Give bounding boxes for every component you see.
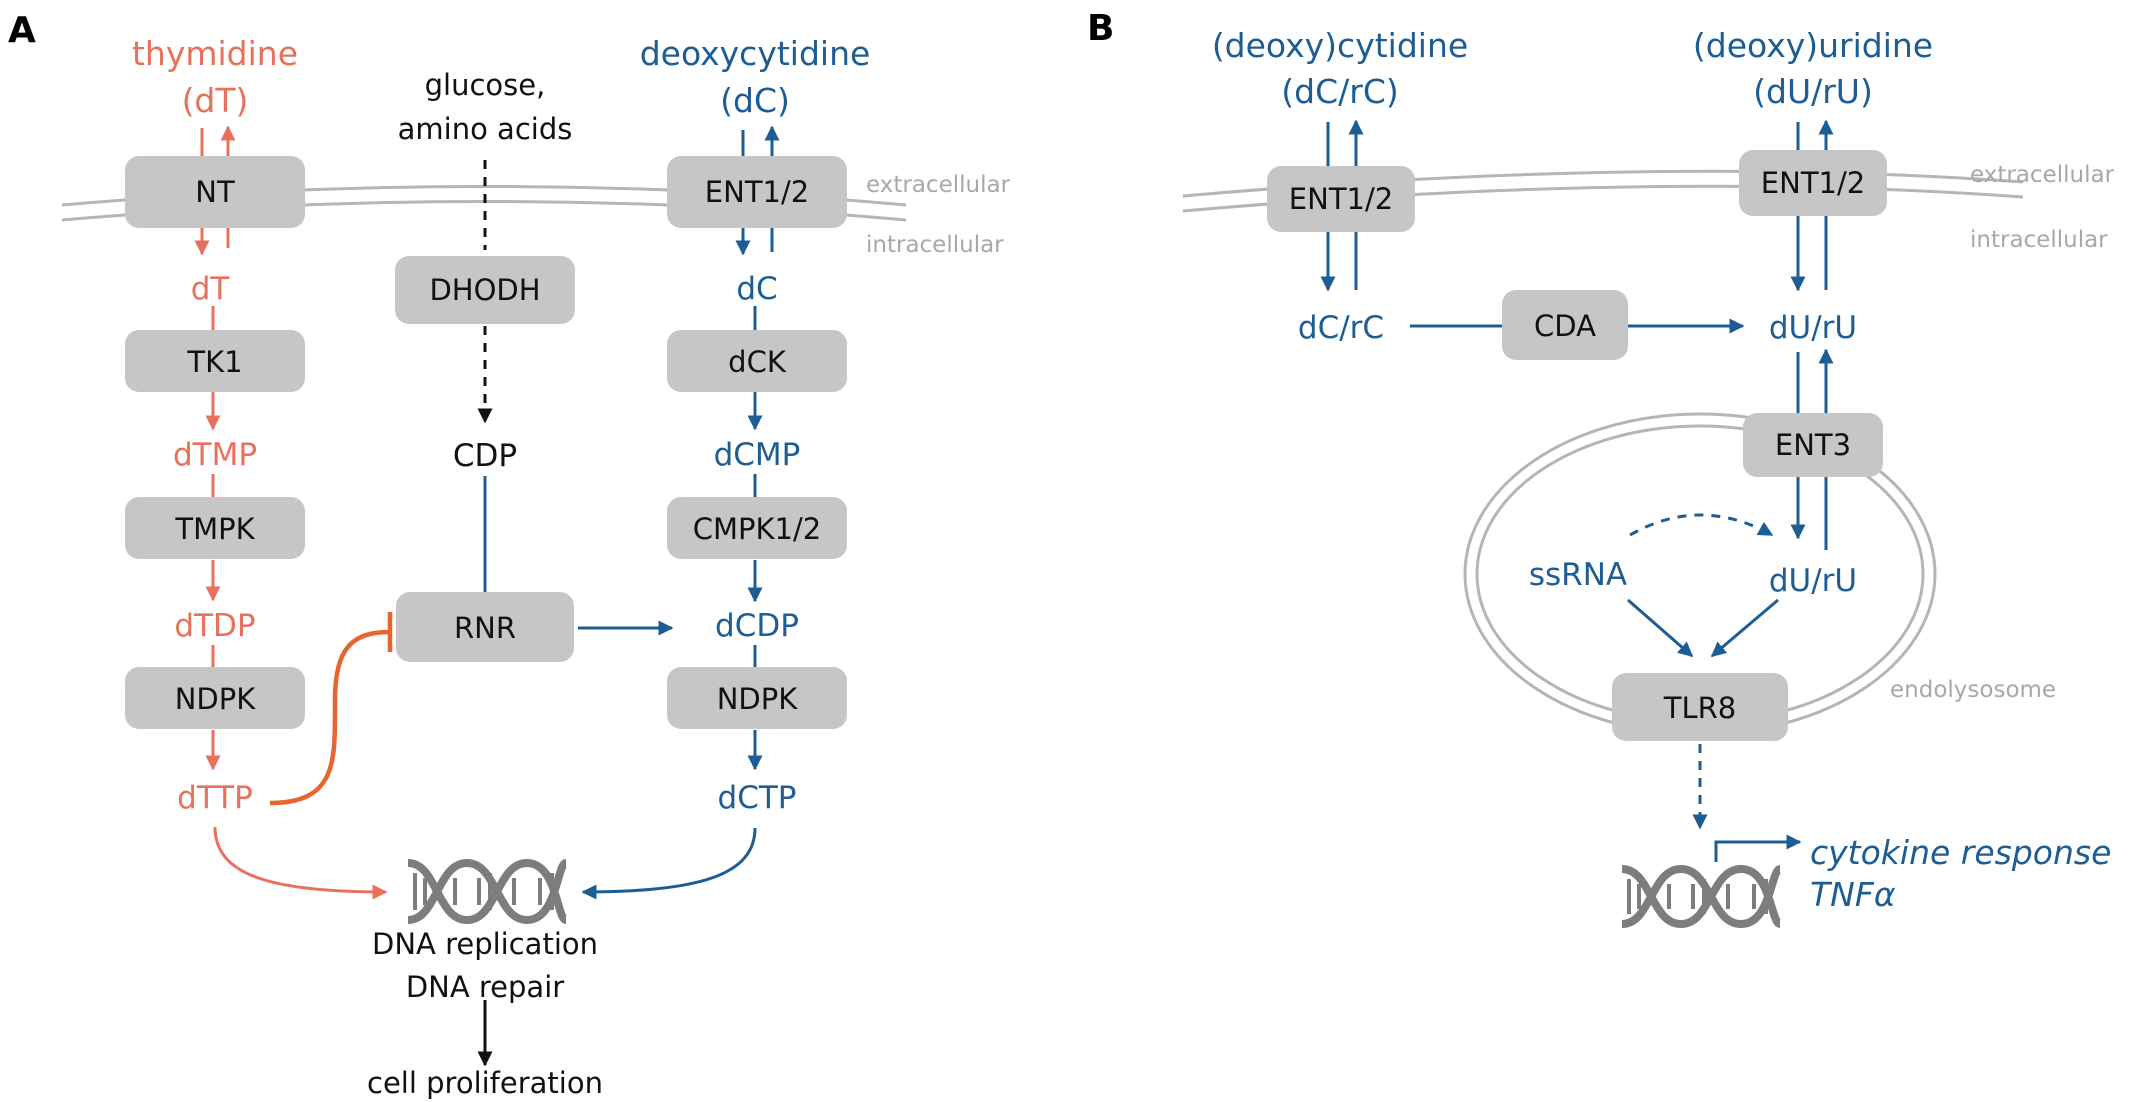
panel-b-label: B bbox=[1087, 8, 1114, 49]
enzyme-rnr-label: RNR bbox=[454, 611, 516, 645]
dttp-to-dna-arrow bbox=[213, 826, 388, 900]
enzyme-ent12-a: ENT1/2 bbox=[667, 156, 847, 228]
ssrna-degradation-arrow bbox=[1629, 513, 1774, 537]
tnfa-label: TNFα bbox=[1810, 875, 1896, 914]
metabolite-dtdp: dTDP bbox=[174, 608, 255, 644]
deoxycytidine-abbr: (dC) bbox=[720, 81, 790, 120]
metabolite-dctp: dCTP bbox=[718, 780, 797, 816]
metabolite-dcrc: dC/rC bbox=[1298, 310, 1384, 346]
dna-replication-label: DNA replication bbox=[372, 927, 598, 961]
enzyme-ndpk-right-label: NDPK bbox=[717, 682, 799, 716]
glucose-label: glucose, bbox=[425, 68, 546, 102]
thymidine-label: thymidine bbox=[132, 34, 298, 73]
enzyme-dhodh: DHODH bbox=[395, 256, 575, 324]
enzyme-dck: dCK bbox=[667, 330, 847, 392]
extracellular-label: extracellular bbox=[866, 172, 1011, 198]
transcription-start-arrow bbox=[1714, 834, 1802, 862]
intracellular-label: intracellular bbox=[866, 232, 1004, 258]
dna-repair-label: DNA repair bbox=[406, 970, 564, 1004]
deoxyuridine-label-b: (deoxy)uridine bbox=[1693, 26, 1933, 65]
deoxyuridine-abbr-b: (dU/rU) bbox=[1753, 72, 1873, 111]
extracellular-label-b: extracellular bbox=[1970, 162, 2115, 188]
enzyme-cmpk-label: CMPK1/2 bbox=[693, 512, 821, 546]
dttp-inhibits-rnr bbox=[269, 629, 391, 806]
dna-helix-icon bbox=[407, 858, 569, 925]
enzyme-nt-label: NT bbox=[195, 175, 235, 209]
deoxycytidine-label-b: (deoxy)cytidine bbox=[1212, 26, 1468, 65]
metabolite-dttp: dTTP bbox=[177, 780, 253, 816]
durU-to-tlr8-arrow bbox=[1710, 598, 1779, 658]
metabolite-dtmp: dTMP bbox=[173, 437, 257, 473]
enzyme-tmpk-label: TMPK bbox=[174, 512, 255, 546]
enzyme-dhodh-label: DHODH bbox=[429, 273, 540, 307]
enzyme-ent12-b-right: ENT1/2 bbox=[1739, 150, 1887, 216]
metabolite-cdp: CDP bbox=[453, 438, 517, 474]
enzyme-ent12-b-left-label: ENT1/2 bbox=[1289, 182, 1393, 216]
thymidine-abbr: (dT) bbox=[182, 81, 249, 120]
metabolite-dcmp: dCMP bbox=[714, 437, 801, 473]
enzyme-tk1-label: TK1 bbox=[186, 345, 242, 379]
enzyme-cda: CDA bbox=[1502, 290, 1628, 360]
cell-proliferation-label: cell proliferation bbox=[367, 1066, 603, 1100]
enzyme-cmpk: CMPK1/2 bbox=[667, 497, 847, 559]
metabolite-dc: dC bbox=[736, 271, 777, 307]
enzyme-ent12-b-left: ENT1/2 bbox=[1267, 166, 1415, 232]
enzyme-nt: NT bbox=[125, 156, 305, 228]
enzyme-dck-label: dCK bbox=[728, 345, 787, 379]
enzyme-tlr8: TLR8 bbox=[1612, 673, 1788, 741]
amino-acids-label: amino acids bbox=[398, 112, 573, 146]
enzyme-ndpk-right: NDPK bbox=[667, 667, 847, 729]
ssrna-to-tlr8-arrow bbox=[1627, 598, 1694, 658]
metabolite-durU-cytosol: dU/rU bbox=[1769, 310, 1857, 346]
metabolite-ssrna: ssRNA bbox=[1529, 557, 1627, 593]
enzyme-tk1: TK1 bbox=[125, 330, 305, 392]
enzyme-ent3: ENT3 bbox=[1743, 413, 1883, 477]
cytokine-response-label: cytokine response bbox=[1810, 833, 2111, 872]
enzyme-cda-label: CDA bbox=[1534, 309, 1596, 343]
endolysosome-label: endolysosome bbox=[1890, 677, 2056, 703]
deoxycytidine-abbr-b: (dC/rC) bbox=[1281, 72, 1398, 111]
dna-helix-b-icon bbox=[1621, 864, 1783, 929]
panel-a-label: A bbox=[8, 10, 36, 51]
enzyme-ndpk-left-label: NDPK bbox=[175, 682, 257, 716]
enzyme-tlr8-label: TLR8 bbox=[1663, 691, 1736, 725]
enzyme-ndpk-left: NDPK bbox=[125, 667, 305, 729]
dctp-to-dna-arrow bbox=[581, 827, 757, 900]
enzyme-ent12-b-right-label: ENT1/2 bbox=[1761, 166, 1865, 200]
enzyme-ent12-a-label: ENT1/2 bbox=[705, 175, 809, 209]
metabolite-dcdp: dCDP bbox=[715, 608, 799, 644]
metabolite-durU-lysosome: dU/rU bbox=[1769, 563, 1857, 599]
metabolite-dt: dT bbox=[191, 271, 231, 307]
enzyme-rnr: RNR bbox=[396, 592, 574, 662]
deoxycytidine-label: deoxycytidine bbox=[640, 34, 871, 73]
enzyme-tmpk: TMPK bbox=[125, 497, 305, 559]
intracellular-label-b: intracellular bbox=[1970, 227, 2108, 253]
enzyme-ent3-label: ENT3 bbox=[1775, 428, 1851, 462]
